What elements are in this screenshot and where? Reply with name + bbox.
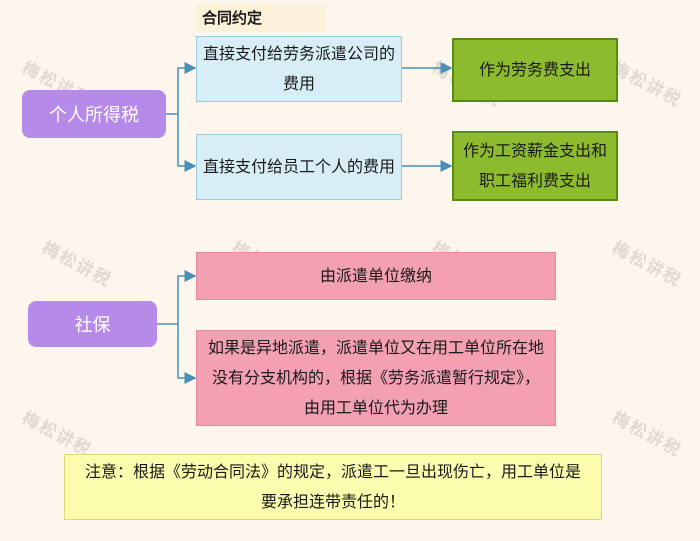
node-social-label: 社保	[74, 315, 111, 336]
node-social-branch-2-label: 如果是异地派遣，派遣单位又在用工单位所在地没有分支机构的，根据《劳务派遣暂行规定…	[207, 338, 544, 417]
node-iit-result-2: 作为工资薪金支出和职工福利费支出	[452, 131, 618, 201]
node-iit-result-2-label: 作为工资薪金支出和职工福利费支出	[462, 141, 607, 190]
node-social-branch-2: 如果是异地派遣，派遣单位又在用工单位所在地没有分支机构的，根据《劳务派遣暂行规定…	[196, 330, 556, 426]
node-social-branch-1: 由派遣单位缴纳	[196, 252, 556, 300]
note-text: 注意：根据《劳动合同法》的规定，派遣工一旦出现伤亡，用工单位是要承担连带责任的！	[85, 462, 582, 511]
node-iit-result-1-label: 作为劳务费支出	[478, 60, 591, 79]
node-iit-condition-2: 直接支付给员工个人的费用	[196, 134, 402, 200]
node-iit-condition-1: 直接支付给劳务派遣公司的费用	[196, 36, 402, 102]
connector-social-branch-1	[177, 270, 197, 324]
node-iit-condition-1-label: 直接支付给劳务派遣公司的费用	[203, 44, 396, 93]
connector-tax-branch-2	[177, 114, 197, 172]
connector-tax-branch-1	[177, 62, 197, 114]
node-social-branch-1-label: 由派遣单位缴纳	[319, 266, 432, 285]
connector-social-branch-2	[177, 324, 197, 384]
node-iit: 个人所得税	[22, 90, 166, 138]
diagram-title: 合同约定	[196, 4, 326, 32]
node-iit-result-1: 作为劳务费支出	[452, 38, 618, 102]
node-iit-condition-2-label: 直接支付给员工个人的费用	[203, 157, 396, 176]
node-iit-label: 个人所得税	[49, 105, 139, 126]
note-box: 注意：根据《劳动合同法》的规定，派遣工一旦出现伤亡，用工单位是要承担连带责任的！	[64, 454, 602, 520]
node-social: 社保	[28, 301, 157, 347]
